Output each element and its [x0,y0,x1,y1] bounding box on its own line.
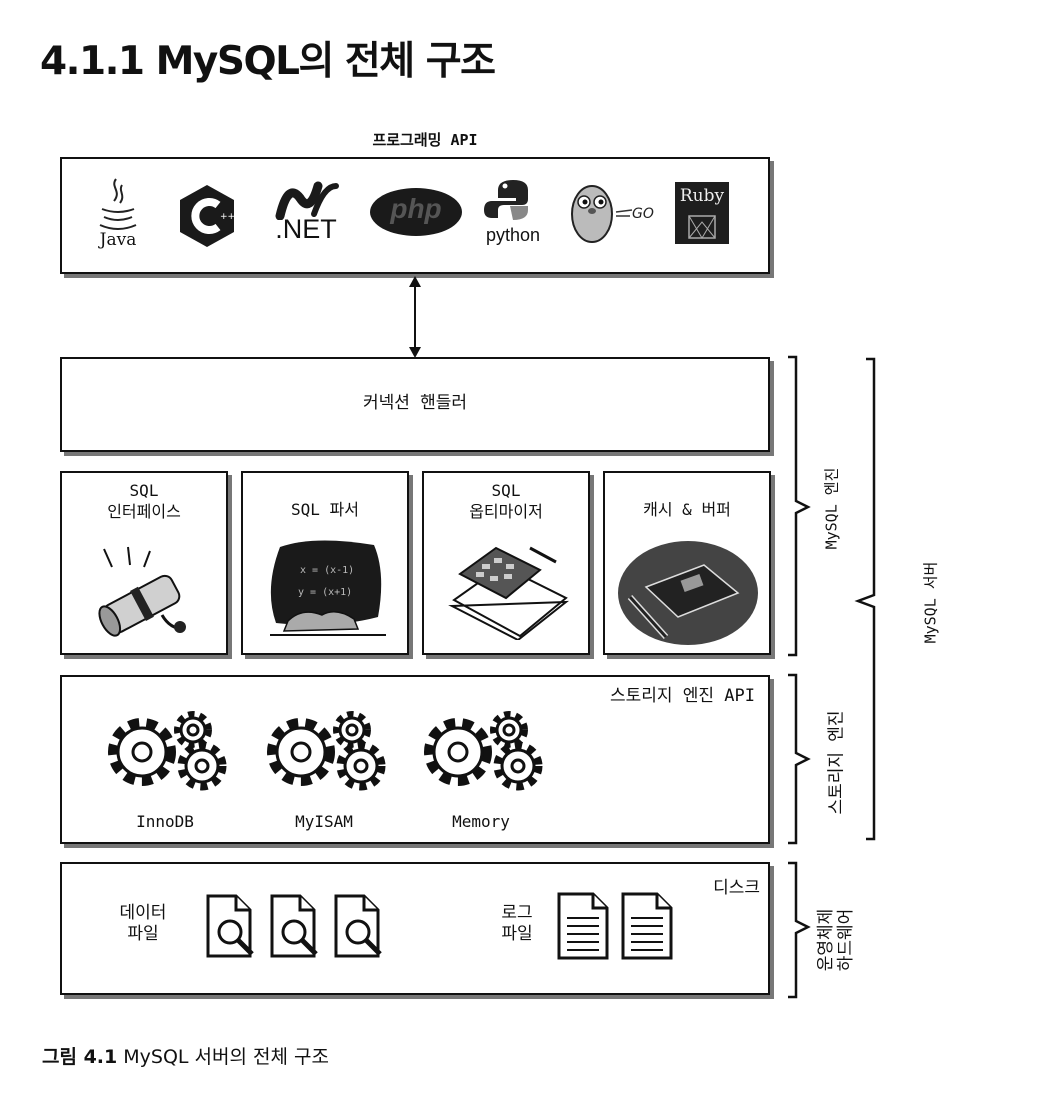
memory-gears-icon [424,711,543,791]
java-logo-icon: Java [92,175,144,255]
go-logo-label: GO [632,206,654,222]
innodb-label: InnoDB [136,812,194,831]
cache-buffer-label: 캐시 & 버퍼 [643,500,731,519]
os-hardware-bracket-label: 운영체제 하드웨어 [816,908,856,972]
svg-text:x = (x-1): x = (x-1) [300,565,354,576]
scroll-icon [98,546,186,637]
connection-handler-box [60,357,770,452]
php-logo-icon: php [369,187,463,237]
python-logo-label: python [485,225,541,245]
dotnet-logo-label: .NET [275,214,337,244]
log-files-label: 로그 파일 [501,903,533,944]
svg-text:++: ++ [220,212,235,222]
figure-number: 그림 4.1 [42,1046,118,1068]
calculator-icon [448,546,570,640]
sql-optimizer-label: SQL 옵티마이저 [469,481,543,521]
sql-interface-label: SQL 인터페이스 [107,481,181,521]
api-connection-arrow [409,276,421,358]
figure-caption: 그림 4.1 MySQL 서버의 전체 구조 [42,1042,329,1069]
layer-brackets [788,355,876,999]
java-logo-label: Java [99,230,137,250]
go-gopher-logo-icon: GO [566,180,660,246]
chalkboard-icon: x = (x-1) y = (x+1) [270,540,386,636]
memory-label: Memory [452,812,510,831]
book-pen-icon [618,541,758,645]
python-logo-icon: python [478,178,548,250]
svg-text:y = (x+1): y = (x+1) [298,587,352,598]
sql-parser-label: SQL 파서 [291,500,359,519]
mysql-server-bracket-label: MySQL 서버 [921,561,940,644]
data-files-label: 데이터 파일 [119,903,167,944]
innodb-gears-icon [108,711,227,791]
dotnet-logo-icon: .NET [266,180,346,250]
figure-caption-text: MySQL 서버의 전체 구조 [117,1046,329,1068]
storage-engine-bracket-label: 스토리지 엔진 [826,710,847,815]
disk-title: 디스크 [713,878,760,898]
myisam-label: MyISAM [295,812,353,831]
data-file-icons [206,894,382,958]
connection-handler-label: 커넥션 핸들러 [362,393,468,413]
php-logo-label: php [390,193,442,224]
myisam-gears-icon [267,711,386,791]
storage-api-title: 스토리지 엔진 API [609,686,755,706]
api-title: 프로그래밍 API [372,131,478,149]
mysql-engine-bracket-label: MySQL 엔진 [822,467,841,550]
ruby-logo-icon: Ruby [675,182,729,244]
ruby-logo-label: Ruby [679,186,725,206]
storage-engine-box [60,675,770,844]
sql-interface-box [60,471,228,655]
page-heading: 4.1.1 MySQL의 전체 구조 [40,39,496,84]
cpp-logo-icon: ++ [176,183,238,249]
log-file-icons [557,892,673,960]
